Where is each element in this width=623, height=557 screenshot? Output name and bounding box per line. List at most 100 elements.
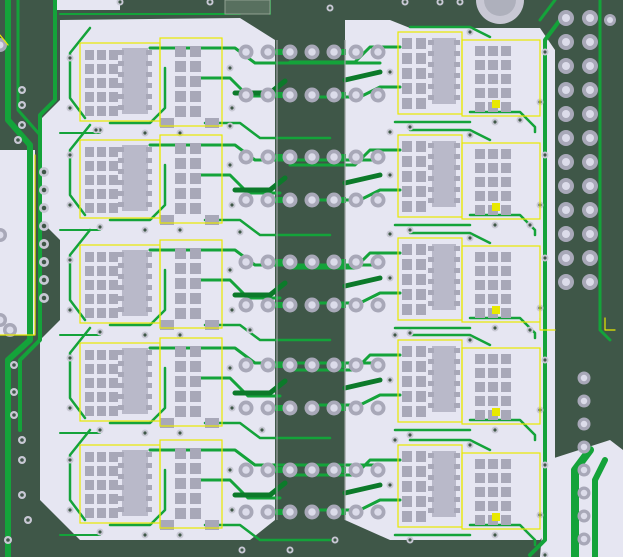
through-hole-pad-center [586,182,594,190]
ic-pin [428,198,434,203]
ic-pin [454,359,460,364]
ic-pin [428,62,434,67]
smd-pad [97,466,106,476]
via-hole [41,223,47,229]
smd-pad [85,494,94,504]
via-hole [68,56,72,60]
ic-pin [454,62,460,67]
via-hole [12,390,16,394]
via-hole [41,295,47,301]
signal-trace [408,333,492,347]
through-hole-pad-center [562,158,570,166]
smd-pad [475,177,485,187]
ic-pin [118,383,124,388]
via-hole [403,0,407,4]
smd-pad [501,266,511,276]
ic-pin [454,257,460,262]
smd-pad [488,74,498,84]
through-hole-pad-center [0,41,4,49]
smd-pad [501,280,511,290]
smd-pad [190,203,201,214]
through-hole-pad-center [330,508,338,516]
via-hole [260,428,264,432]
smd-pad [488,473,498,483]
smd-pad [109,392,118,402]
smd-pad [175,361,186,372]
right-power-trace [592,457,608,557]
smd-pad [175,203,186,214]
through-hole-pad-center [562,278,570,286]
ic-body [432,141,456,207]
via-hole [328,6,332,10]
smd-pad [416,68,426,79]
smd-pad [175,248,186,259]
smd-pad [175,308,186,319]
ic-pin [428,301,434,306]
smd-pad [85,106,94,116]
smd-pad [402,201,412,212]
ic-body [122,450,148,516]
through-hole-pad-center [242,361,250,369]
ic-pin [146,383,152,388]
through-hole-pad-center [352,91,360,99]
right-border-trace [528,18,562,557]
smd-pad [190,406,201,417]
smd-pad [501,382,511,392]
smd-pad [416,481,426,492]
smd-pad [475,294,485,304]
smd-pad [402,481,412,492]
through-hole-pad-center [374,91,382,99]
ic-pin [118,50,124,55]
smd-pad [501,205,511,215]
ic-pin [454,453,460,458]
via-hole [208,0,212,4]
ic-pin [146,50,152,55]
smd-pad [205,520,219,530]
via-hole [143,228,147,232]
via-hole [468,338,472,342]
via-hole [20,493,24,497]
smd-pad [85,508,94,518]
smd-pad [416,496,426,507]
via-hole [98,330,102,334]
smd-pad [501,191,511,201]
smd-pad [475,252,485,262]
through-hole-pad-center [308,153,316,161]
smd-pad [175,158,186,169]
through-hole-pad-center [562,230,570,238]
through-hole-pad-center [586,278,594,286]
smd-pad [402,83,412,94]
smd-pad [402,171,412,182]
smd-pad [416,98,426,109]
signal-trace [342,377,383,391]
ic-body [122,48,148,114]
smd-pad [402,244,412,255]
left-border-trace [5,0,33,557]
smd-pad [97,480,106,490]
via-hole [543,463,547,467]
ic-pin [118,169,124,174]
pad-stub [275,92,285,98]
through-hole-pad-center [242,258,250,266]
via-hole [228,124,232,128]
via-hole [228,468,232,472]
through-hole-pad-center [242,301,250,309]
signal-trace [232,175,288,193]
through-hole-pad-center [586,86,594,94]
via-hole [468,133,472,137]
smd-pad [205,215,219,225]
through-hole-pad-center [286,48,294,56]
through-hole-pad-center [286,301,294,309]
smd-pad [190,46,201,57]
through-hole-pad-center [374,48,382,56]
pin1-marker [492,100,500,108]
ic-pin [146,147,152,152]
left-border-trace [16,0,42,137]
ic-pin [146,394,152,399]
ic-pin [146,252,152,257]
ic-pin [118,474,124,479]
ic-pin [146,296,152,301]
through-hole-pad-center [562,134,570,142]
right-border-trace [598,0,612,342]
via-hole [98,530,102,534]
